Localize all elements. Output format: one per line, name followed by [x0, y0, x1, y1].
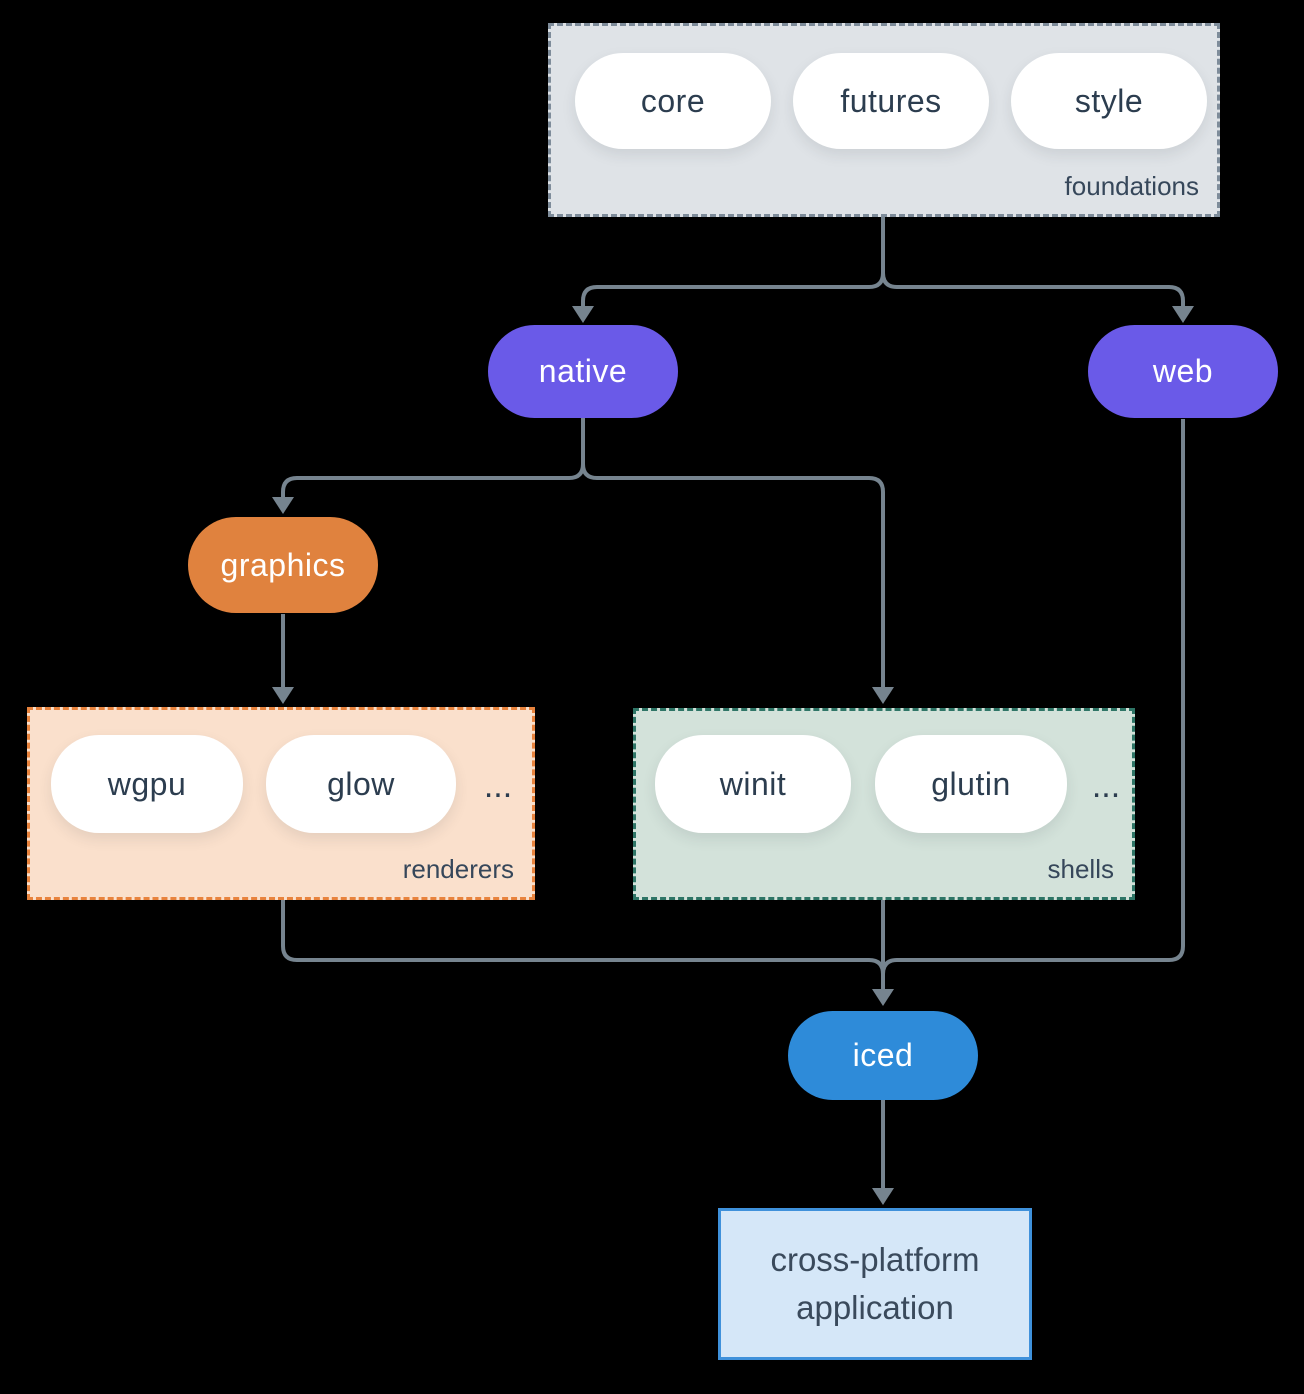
- pill-winit: winit: [655, 735, 851, 833]
- foundations-group-label: foundations: [1064, 171, 1199, 201]
- foundations-group: core futures style foundations: [548, 23, 1220, 217]
- pill-wgpu-label: wgpu: [107, 765, 187, 802]
- arrowhead-renderers: [272, 687, 294, 704]
- app-label-line1: cross-platform: [770, 1241, 980, 1278]
- pill-core-label: core: [640, 82, 706, 119]
- node-graphics: graphics: [188, 517, 378, 613]
- pill-wgpu: wgpu: [51, 735, 243, 833]
- pill-style-label: style: [1074, 82, 1144, 119]
- renderers-ellipsis: ...: [483, 767, 513, 805]
- pill-glow: glow: [266, 735, 456, 833]
- pill-core: core: [575, 53, 771, 149]
- edge-foundations-web: [881, 255, 1185, 306]
- pill-winit-label: winit: [719, 765, 787, 802]
- pill-futures-label: futures: [840, 82, 942, 119]
- arrowhead-graphics: [272, 497, 294, 514]
- node-web: web: [1088, 325, 1278, 418]
- shells-group-label: shells: [1047, 854, 1114, 884]
- node-native-label: native: [538, 353, 628, 389]
- shells-ellipsis: ...: [1091, 767, 1121, 805]
- arrowhead-native: [572, 306, 594, 323]
- app-label-line2: application: [796, 1289, 954, 1326]
- arrowhead-shells: [872, 687, 894, 704]
- pill-style: style: [1011, 53, 1207, 149]
- renderers-group-label: renderers: [402, 854, 514, 884]
- pill-glutin-label: glutin: [931, 765, 1011, 802]
- node-iced-label: iced: [852, 1037, 914, 1073]
- pill-futures: futures: [793, 53, 989, 149]
- node-web-label: web: [1152, 353, 1214, 389]
- pill-glow-label: glow: [327, 765, 395, 802]
- node-native: native: [488, 325, 678, 418]
- renderers-group: wgpu glow ... renderers: [27, 707, 535, 900]
- edge-native-shells: [581, 456, 885, 688]
- node-iced: iced: [788, 1011, 978, 1100]
- arrowhead-iced: [872, 989, 894, 1006]
- node-graphics-label: graphics: [220, 546, 346, 583]
- arrowhead-web: [1172, 306, 1194, 323]
- edge-foundations-native: [581, 217, 885, 306]
- pill-glutin: glutin: [875, 735, 1067, 833]
- edge-native-graphics: [281, 418, 585, 497]
- shells-group: winit glutin ... shells: [633, 708, 1135, 900]
- arrowhead-app: [872, 1188, 894, 1205]
- edge-renderers-iced: [281, 900, 885, 975]
- node-cross-platform-application: cross-platform application: [718, 1208, 1032, 1360]
